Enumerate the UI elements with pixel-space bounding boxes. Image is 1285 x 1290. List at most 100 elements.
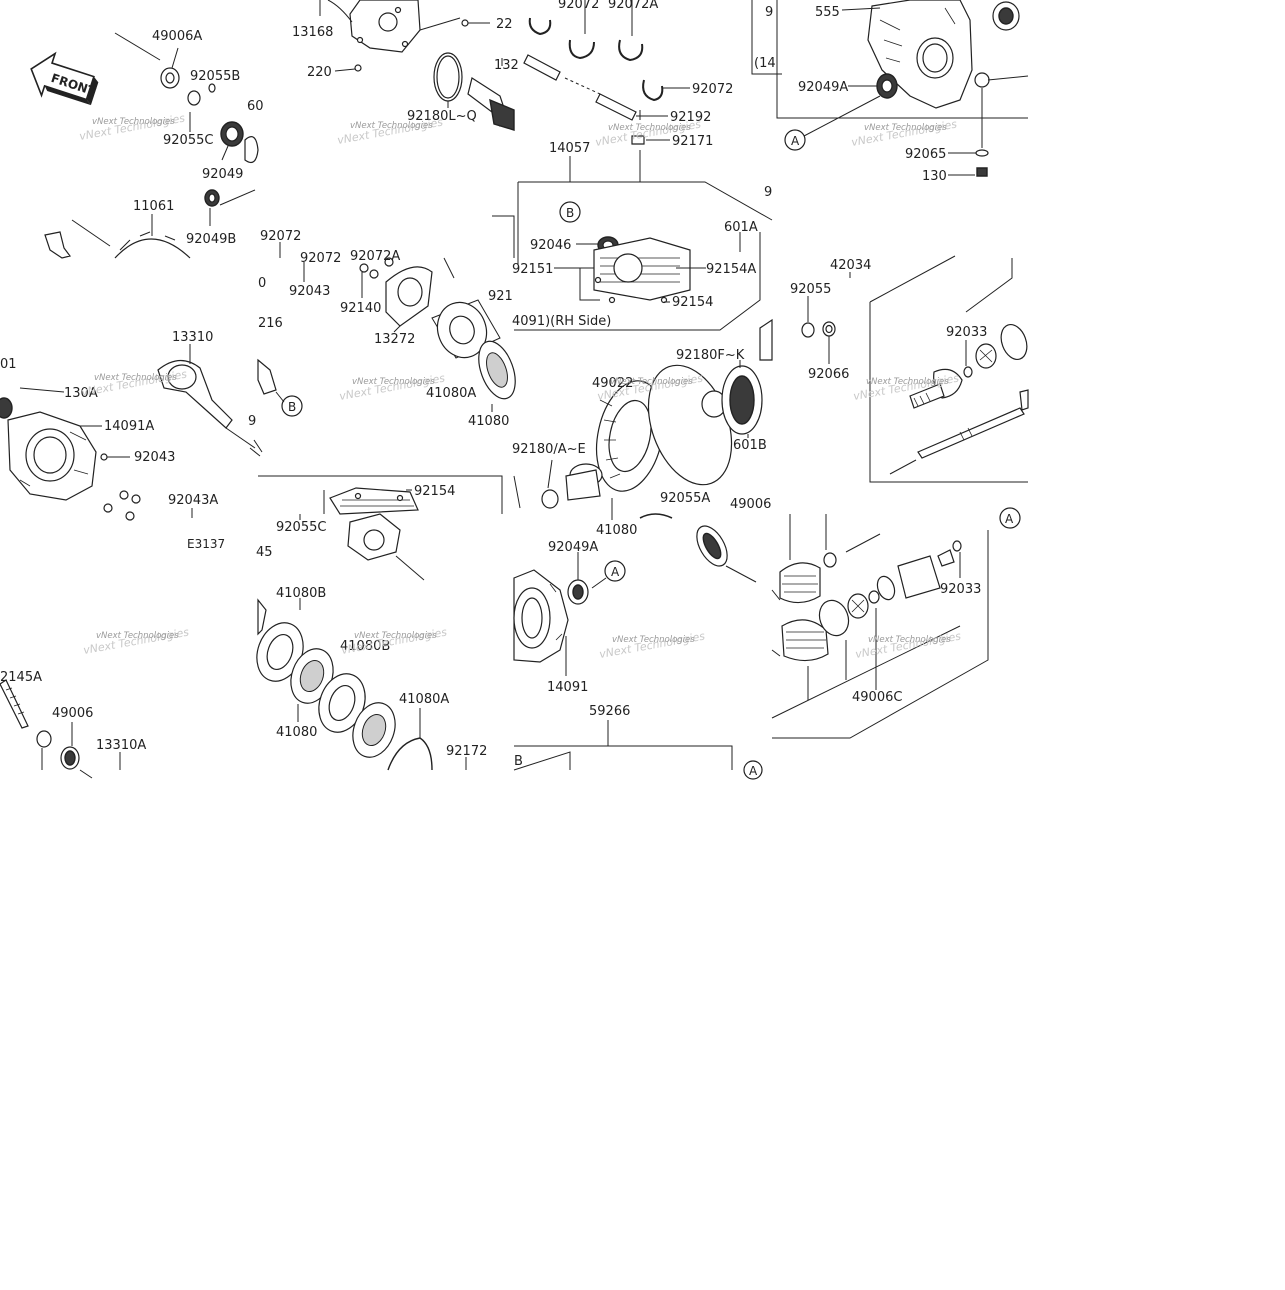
part-label: 41080 xyxy=(468,414,509,429)
part-label: 41080A xyxy=(399,692,449,707)
part-label: 92049B xyxy=(186,232,236,247)
part-label: 41080 xyxy=(276,725,317,740)
part-label: 92180/A~E xyxy=(512,442,586,457)
part-label: 11061 xyxy=(133,199,174,214)
callout-a: A xyxy=(791,134,800,148)
callout-b: B xyxy=(288,400,296,414)
watermark-text: vNext Technologies xyxy=(94,373,177,383)
part-label: 14091 xyxy=(547,680,588,695)
watermark-text: vNext Technologies xyxy=(352,377,435,387)
watermark-text: vNext Technologies xyxy=(354,631,437,641)
part-label: 601A xyxy=(724,220,758,235)
tile-rear-cover: 92049A A 14091 59266 B A xyxy=(513,525,763,780)
part-label: 92180F~K xyxy=(676,348,745,363)
tile-front-cover: 13168 22 220 92180L~Q 132 xyxy=(292,0,519,131)
part-label: 13168 xyxy=(292,25,333,40)
part-label: 41080 xyxy=(596,523,637,538)
part-label: 14091A xyxy=(104,419,154,434)
part-label: 220 xyxy=(307,65,332,80)
part-label: 01 xyxy=(0,357,17,372)
tile-differential-gear: B 92046 601A 92151 92154A 92154 4091)(RH… xyxy=(492,201,773,538)
part-label: 601B xyxy=(733,438,767,453)
watermark-text: vNext Technologies xyxy=(612,635,695,645)
part-label: 555 xyxy=(815,5,840,20)
part-label: 13272 xyxy=(374,332,415,347)
part-label: 92055 xyxy=(790,282,831,297)
part-label: 92154 xyxy=(414,484,455,499)
part-label: 92055C xyxy=(163,133,213,148)
part-label: 13310A xyxy=(96,738,146,753)
part-label: 2145A xyxy=(0,670,42,685)
watermark-text: vNext Technologies xyxy=(608,123,691,133)
part-label: 92171 xyxy=(672,134,713,149)
part-label: 92072 xyxy=(300,251,341,266)
tile-cv-boot-assembly: A 92033 49006C xyxy=(771,507,1021,739)
tile-clutch-plates-top: 92072 0 92072 92072A 92043 92140 13272 2… xyxy=(248,229,516,457)
watermark-text: vNext Technologies xyxy=(350,121,433,131)
part-label: 9 xyxy=(764,185,772,200)
part-label: 22 xyxy=(496,17,513,32)
watermark-text: vNext Technologies xyxy=(866,377,949,387)
part-label: 45 xyxy=(256,545,273,560)
part-label: 130A xyxy=(64,386,98,401)
part-label: 130 xyxy=(922,169,947,184)
part-label: 13310 xyxy=(172,330,213,345)
watermark-text: vNext Technologies xyxy=(864,123,947,133)
part-label: 92140 xyxy=(340,301,381,316)
part-label: 92072 xyxy=(692,82,733,97)
part-label: 92049A xyxy=(798,80,848,95)
part-label: 60 xyxy=(247,99,264,114)
front-direction-arrow-icon: FRONT xyxy=(30,51,99,106)
part-label: 49006C xyxy=(852,690,902,705)
part-label: 92072A xyxy=(350,249,400,264)
tile-front-housing: 01 13310 130A 14091A 92043 92043A E3137 xyxy=(0,330,256,551)
part-label: 921 xyxy=(488,289,513,304)
part-label: 92065 xyxy=(905,147,946,162)
part-label: 92072 xyxy=(558,0,599,12)
tile-clutch-plates-bottom: 92154 92055C 45 41080B 41080B 41080A 410… xyxy=(256,475,503,771)
part-label: 92049 xyxy=(202,167,243,182)
part-label: 132 xyxy=(494,58,519,73)
part-label: 49006A xyxy=(152,29,202,44)
watermark-text: vNext Technologies xyxy=(92,117,175,127)
part-label: 216 xyxy=(258,316,283,331)
part-label: 92151 xyxy=(512,262,553,277)
part-label: 41080A xyxy=(426,386,476,401)
tile-rear-housing: 9 555 (14 92049A A 92065 130 xyxy=(751,0,1029,184)
part-label: 92043 xyxy=(289,284,330,299)
part-label: 9 xyxy=(248,414,256,429)
part-label: 0 xyxy=(258,276,266,291)
callout-a: A xyxy=(749,764,758,778)
watermark-text: vNext Technologies xyxy=(610,377,693,387)
part-label: 92154A xyxy=(706,262,756,277)
part-label: 92033 xyxy=(946,325,987,340)
part-label: (14 xyxy=(754,56,776,71)
part-label: 49006 xyxy=(730,497,771,512)
part-label: 14057 xyxy=(549,141,590,156)
part-label: 92154 xyxy=(672,295,713,310)
part-label: 9 xyxy=(765,5,773,20)
part-label: 92055B xyxy=(190,69,240,84)
part-label: 92055A xyxy=(660,491,710,506)
part-label: 49006 xyxy=(52,706,93,721)
part-label: 92072 xyxy=(260,229,301,244)
part-label: 92055C xyxy=(276,520,326,535)
part-label: 92066 xyxy=(808,367,849,382)
part-label: 92049A xyxy=(548,540,598,555)
part-label: 92043A xyxy=(168,493,218,508)
tile-axle-bottom-left: 2145A 49006 13310A xyxy=(0,670,146,779)
part-label: 41080B xyxy=(340,639,390,654)
part-label: 41080B xyxy=(276,586,326,601)
part-label: 92180L~Q xyxy=(407,109,477,124)
part-label: 92043 xyxy=(134,450,175,465)
part-label: 92072A xyxy=(608,0,658,12)
callout-a: A xyxy=(611,565,620,579)
part-label: 92033 xyxy=(940,582,981,597)
part-label: 92046 xyxy=(530,238,571,253)
watermark-text: vNext Technologies xyxy=(96,631,179,641)
callout-b: B xyxy=(566,206,574,220)
watermark-text: vNext Technologies xyxy=(868,635,951,645)
part-label: 59266 xyxy=(589,704,630,719)
